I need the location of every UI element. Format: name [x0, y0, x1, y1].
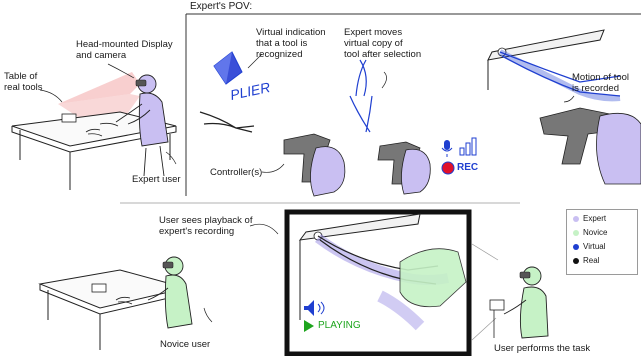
rec-dot-icon [441, 161, 455, 175]
signal-bar [465, 142, 471, 156]
novice-arm [147, 287, 169, 301]
hmd-icon [519, 271, 531, 279]
virtual-plier [499, 51, 621, 97]
table-top [38, 269, 187, 309]
user-performs-label: User performs the task [494, 343, 591, 354]
user-performs-scene [471, 243, 549, 341]
wall-bar [298, 213, 421, 241]
legend: Expert Novice Virtual Real [566, 209, 638, 275]
controller-icon [539, 107, 611, 165]
motion-arrow [563, 95, 575, 103]
expert-pov-frame [185, 13, 641, 196]
expert-ghost-hand [377, 290, 425, 331]
indication-arrow [247, 53, 263, 69]
expert-scene [11, 63, 177, 190]
connector-line [471, 243, 499, 261]
novice-user-label: Novice user [160, 339, 211, 350]
expert-arm [127, 109, 151, 125]
real-plier-icon [199, 111, 255, 133]
hmd-icon [135, 79, 147, 87]
mic-stand [441, 147, 453, 157]
legend-item-real: Real [573, 256, 599, 266]
rec-label: REC [457, 162, 479, 173]
expert-hand [596, 112, 641, 185]
legend-swatch-novice [573, 229, 579, 236]
novice-body [164, 274, 193, 329]
expert-legs [143, 145, 165, 177]
playback-window [284, 209, 472, 356]
legend-label: Novice [583, 228, 608, 237]
expert-arrow [165, 151, 177, 165]
fov-cone [58, 72, 140, 104]
legend-label: Virtual [583, 242, 606, 251]
wall-bar [489, 299, 505, 311]
virtual-diamond-facet [214, 52, 232, 84]
speaker-icon [304, 300, 314, 316]
expert-body [138, 92, 169, 147]
connector-line [471, 317, 497, 341]
recording-indicators [441, 137, 477, 175]
playing-label: PLAYING [318, 320, 361, 331]
signal-bar [459, 147, 465, 156]
legend-item-novice: Novice [573, 228, 607, 238]
tool-recognized-label: Virtual indication that a tool is recogn… [256, 27, 326, 60]
moves-arrow [381, 71, 387, 89]
legend-swatch-real [573, 257, 579, 264]
expert-hand [401, 148, 431, 195]
expert-hand [310, 146, 346, 197]
novice-arm [503, 299, 527, 315]
hmd-icon [162, 261, 174, 269]
hmd-label: Head-mounted Display and camera [76, 39, 173, 61]
controller-arrow [261, 163, 285, 173]
virtual-plier-handles [355, 59, 367, 97]
moving-virtual-plier [349, 59, 431, 195]
expert-pov-title: Expert's POV: [190, 1, 253, 12]
table-tools-label: Table of real tools [4, 71, 43, 93]
user-sees-label: User sees playback of expert's recording [159, 215, 253, 237]
playback-arrow [249, 223, 279, 235]
play-icon [304, 320, 314, 332]
legend-item-expert: Expert [573, 214, 606, 224]
mic-icon [444, 140, 450, 150]
plier-on-table [115, 296, 133, 305]
legend-item-virtual: Virtual [573, 242, 606, 252]
novice-scene [38, 223, 279, 350]
controller-left [261, 133, 346, 197]
plier-on-table [85, 128, 103, 137]
expert-user-label: Expert user [132, 174, 181, 185]
recognition-scene [199, 51, 263, 133]
motion-recorded-label: Motion of tool is recorded [572, 72, 630, 94]
novice-arrow [203, 307, 213, 323]
tool-box [61, 113, 77, 123]
legend-swatch-expert [573, 215, 579, 222]
novice-hand [399, 248, 467, 308]
legend-swatch-virtual [573, 243, 579, 250]
controllers-label: Controller(s) [210, 167, 263, 178]
motion-scene [487, 29, 641, 185]
table-arrow [39, 89, 63, 103]
tool-on-table [99, 122, 119, 127]
novice-body [519, 286, 549, 339]
legend-label: Real [583, 256, 600, 265]
legend-label: Expert [583, 214, 607, 223]
wall-bar [487, 29, 605, 61]
expert-moves-label: Expert moves virtual copy of tool after … [344, 27, 422, 60]
expert-arm [115, 103, 143, 123]
tool-box [91, 283, 107, 293]
virtual-plier-jaws [349, 95, 373, 133]
signal-bar [471, 137, 477, 156]
hmd-arrow [107, 63, 135, 79]
sound-waves-icon [317, 301, 325, 315]
